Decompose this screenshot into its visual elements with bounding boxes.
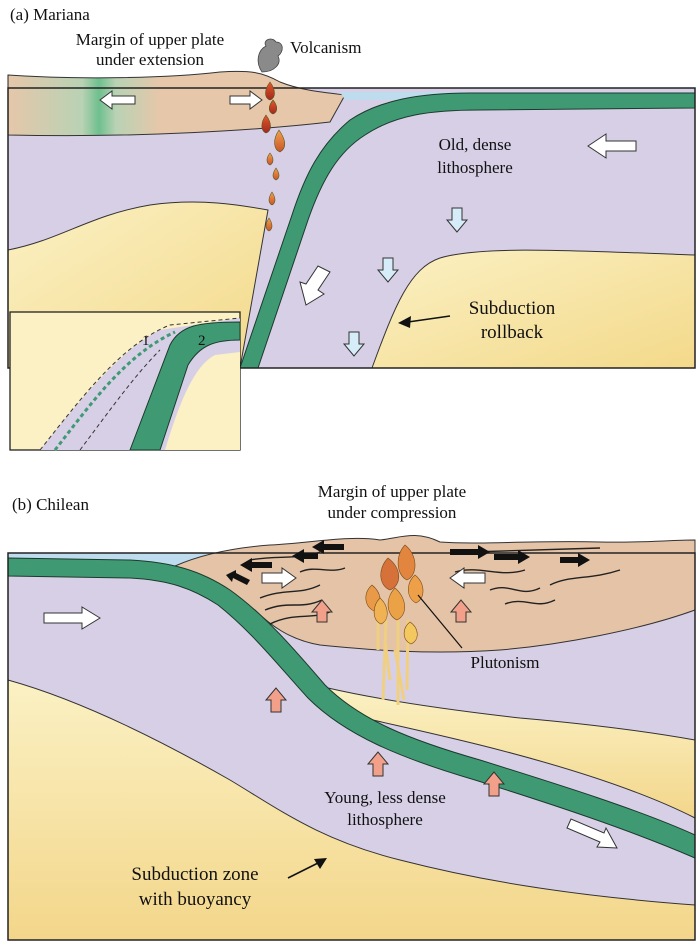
compression-arrow-right-icon: [261, 567, 297, 589]
buoyancy-arrows-icon: [264, 599, 506, 797]
inset-label-2: 2: [198, 333, 206, 349]
rollback-inset: 1 2: [9, 311, 241, 451]
panel-b-upper-crust: [173, 535, 696, 653]
panel-a-frame: [7, 87, 696, 369]
panel-b-upper-margin-line2: under compression: [328, 503, 457, 522]
panel-a-lithosphere-line2: lithosphere: [437, 158, 513, 177]
volcanism-plume-icon: [257, 38, 283, 73]
extension-arrow-left-icon: [99, 90, 136, 110]
panel-a-rollback-line2: rollback: [481, 322, 544, 343]
panel-a-heading: (a) Mariana: [10, 5, 90, 24]
plutonism-plutons-icon: [365, 544, 424, 705]
panel-a-rollback-line1: Subduction: [469, 298, 556, 319]
buoyancy-pointer-arrow-icon: [287, 858, 327, 879]
panel-b-frame: [7, 552, 696, 941]
extension-arrow-right-icon: [229, 90, 263, 110]
panel-b-plutonism-label: Plutonism: [471, 653, 540, 672]
panel-b-buoyancy-line2: with buoyancy: [139, 889, 252, 910]
compression-arrow-left-icon: [449, 567, 486, 589]
inset-label-1: 1: [142, 333, 150, 349]
panel-a: 1 2: [7, 5, 696, 451]
slab-motion-arrow-down-right-icon: [566, 818, 618, 849]
panel-a-upper-crust: [7, 70, 346, 137]
panel-b: (b) Chilean Margin of upper plate under …: [7, 482, 696, 941]
plutonism-pointer-line: [417, 594, 463, 649]
panel-b-asthenosphere-lower: [7, 679, 696, 941]
panel-a-lithosphere-line1: Old, dense: [439, 135, 512, 154]
slab-sinking-arrow-icon: [299, 265, 331, 306]
panel-b-upper-margin-line1: Margin of upper plate: [318, 482, 466, 501]
rollback-pointer-arrow-icon: [398, 315, 451, 328]
plate-motion-arrow-right-icon: [43, 606, 101, 630]
rollback-arrows-icon: [342, 207, 469, 357]
plate-motion-arrow-left-icon: [587, 133, 637, 159]
magma-droplets-icon: [261, 81, 286, 232]
panel-b-buoyancy-line1: Subduction zone: [131, 864, 258, 885]
panel-a-upper-margin-line1: Margin of upper plate: [76, 30, 224, 49]
panel-b-lithosphere-line2: lithosphere: [347, 810, 423, 829]
panel-b-lithosphere-line1: Young, less dense: [324, 788, 446, 807]
panel-b-heading: (b) Chilean: [12, 495, 89, 514]
thrust-arrows-icon: [226, 540, 590, 585]
panel-a-upper-margin-line2: under extension: [96, 50, 205, 69]
panel-a-asthenosphere-right: [371, 249, 696, 369]
panel-a-volcanism-label: Volcanism: [290, 38, 361, 57]
